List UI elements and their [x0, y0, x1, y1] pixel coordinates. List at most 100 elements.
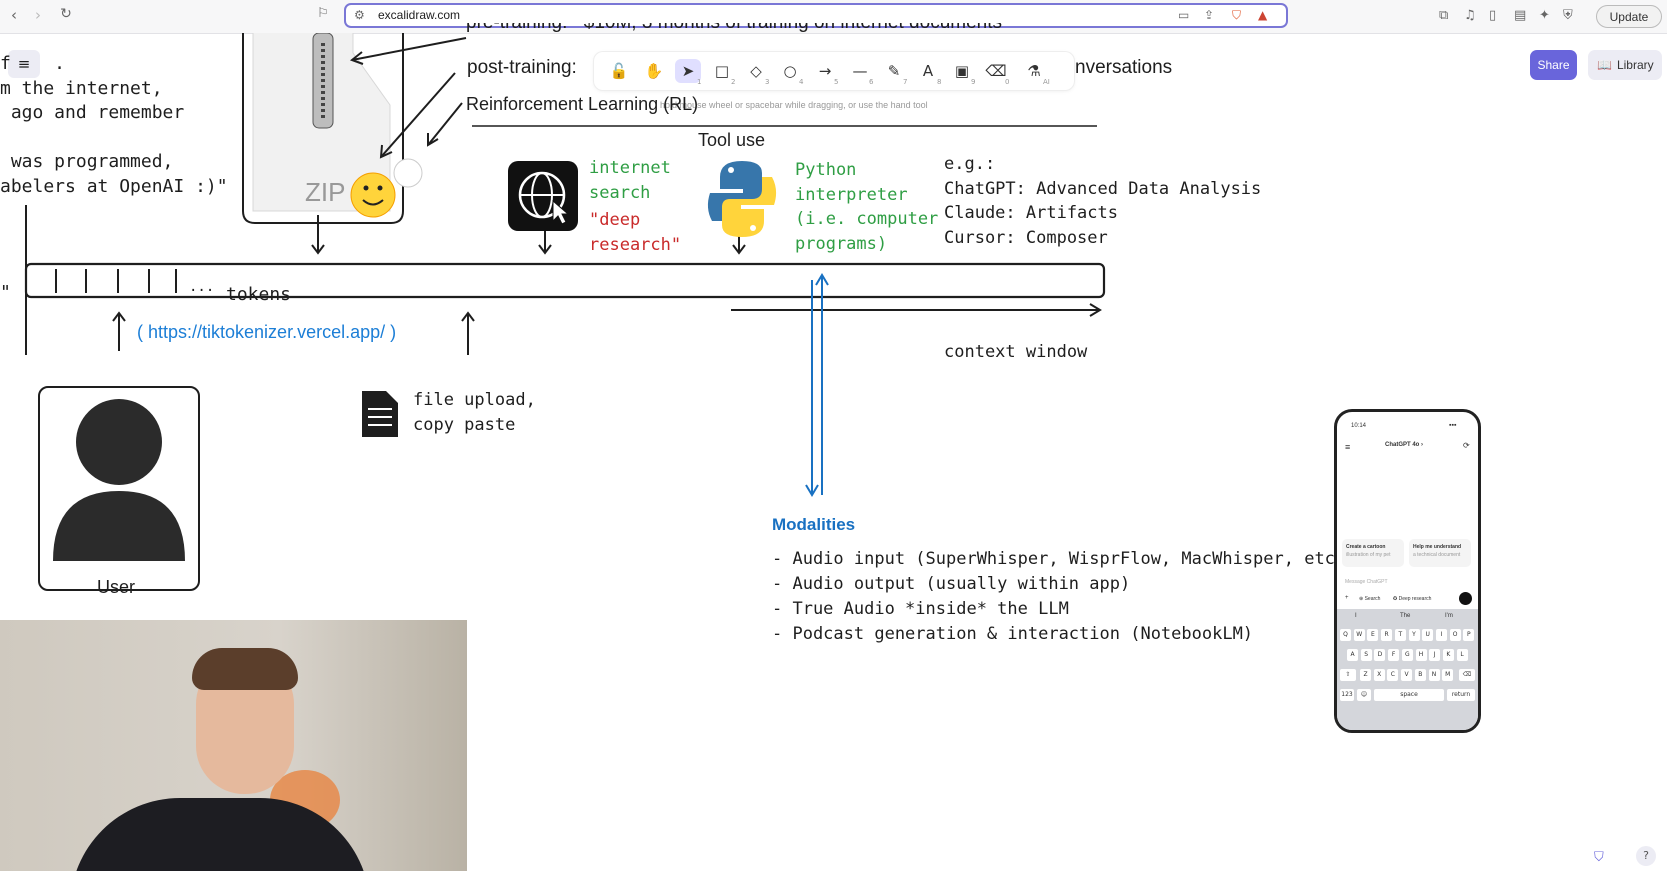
keyboard-suggestion: The — [1400, 613, 1411, 619]
posttraining-suffix: nversations — [1075, 57, 1173, 78]
phone-suggestion-card: Create a cartoon illustration of my pet — [1342, 539, 1404, 567]
key: X — [1373, 669, 1385, 681]
tool-shortcut-key: 0 — [1005, 78, 1010, 86]
key: V — [1401, 669, 1413, 681]
tool-shortcut-key: 4 — [799, 78, 804, 86]
key: U — [1422, 629, 1434, 641]
phone-message-input: Message ChatGPT — [1345, 579, 1388, 585]
tool-shortcut-key: 6 — [869, 78, 874, 86]
phone-app-title: ChatGPT 4o › — [1385, 442, 1424, 448]
line-icon[interactable]: — — [852, 62, 868, 80]
bookmark-icon[interactable]: ⚐ — [317, 6, 329, 21]
tool-shortcut-key: AI — [1043, 78, 1050, 86]
rectangle-icon[interactable]: □ — [714, 62, 730, 80]
lock-icon[interactable]: 🔓 — [609, 62, 629, 80]
extensions-icon[interactable]: ⧉ — [1439, 8, 1449, 23]
phone-voice-icon — [1459, 592, 1472, 605]
user-label: User — [97, 577, 136, 597]
key: O — [1449, 629, 1461, 641]
key: A — [1347, 649, 1358, 661]
key: L — [1456, 649, 1468, 661]
key: P — [1463, 629, 1475, 641]
reload-icon[interactable]: ↻ — [60, 6, 72, 22]
ellipse-icon[interactable]: ○ — [783, 62, 797, 80]
address-bar[interactable]: ⚙ excalidraw.com ▭ ⇪ ⛉ ▲ — [344, 3, 1288, 28]
user-avatar-icon — [76, 399, 162, 485]
key: S — [1360, 649, 1372, 661]
phone-suggestion-card: Help me understand a technical document — [1409, 539, 1471, 567]
library-button[interactable]: 📖 Library — [1588, 50, 1662, 80]
brave-shield-icon[interactable]: ⛉ — [1232, 8, 1242, 22]
left-note-line: ago and remember — [0, 102, 185, 123]
share-page-icon[interactable]: ⇪ — [1204, 8, 1215, 22]
document-icon — [362, 391, 398, 437]
book-icon: 📖 — [1597, 58, 1612, 72]
tool-shortcut-key: 9 — [971, 78, 976, 86]
posttraining-arrow — [380, 72, 456, 158]
back-icon[interactable]: ‹ — [11, 6, 17, 24]
tool-shortcut-key: 3 — [765, 78, 770, 86]
cast-icon[interactable]: ▭ — [1178, 8, 1190, 22]
backspace-key: ⌫ — [1459, 669, 1475, 681]
selection-icon[interactable]: ➤ — [675, 59, 701, 83]
modality-item: - Audio input (SuperWhisper, WisprFlow, … — [772, 549, 1356, 569]
left-note-line: m the internet, — [0, 77, 163, 99]
key: Z — [1360, 669, 1371, 681]
key: I — [1435, 629, 1447, 641]
tool-shortcut-key: 1 — [697, 78, 702, 86]
pretraining-arrow — [351, 37, 467, 61]
webcam-video — [0, 620, 467, 871]
quote-mark: " — [0, 282, 11, 303]
diamond-icon[interactable]: ◇ — [750, 62, 762, 80]
media-icon[interactable]: ♫ — [1464, 8, 1476, 23]
shift-key: ⇧ — [1340, 669, 1356, 681]
zip-label: ZIP — [305, 177, 346, 207]
tool-shortcut-key: 7 — [903, 78, 908, 86]
wallet-icon[interactable]: ▤ — [1514, 8, 1527, 23]
phone-screenshot: 10:14 ▪▪▪ ≡ ChatGPT 4o › ⟳ Create a cart… — [1334, 409, 1481, 733]
phone-plus-icon: + — [1345, 595, 1349, 601]
library-label: Library — [1616, 58, 1654, 72]
numbers-key: 123 — [1340, 689, 1354, 701]
help-icon[interactable]: ? — [1636, 846, 1656, 866]
eraser-icon[interactable]: ⌫ — [985, 62, 1007, 80]
left-note-line: was programmed, — [0, 151, 174, 172]
left-notes: f .m the internet, ago and remember was … — [0, 52, 228, 199]
key: K — [1442, 649, 1454, 661]
forward-icon[interactable]: › — [35, 6, 41, 24]
phone-status-icons: ▪▪▪ — [1449, 422, 1457, 429]
pretraining-label: pre-training: ~$10M, 3 months of trainin… — [466, 23, 1002, 39]
toolbar-hint: hold mouse wheel or spacebar while dragg… — [660, 100, 928, 110]
phone-menu-icon: ≡ — [1345, 442, 1351, 452]
share-button[interactable]: Share — [1530, 50, 1577, 80]
sidebar-icon[interactable]: ▯ — [1489, 8, 1497, 23]
text-icon[interactable]: A — [922, 62, 934, 80]
site-settings-icon[interactable]: ⚙ — [354, 8, 365, 22]
arrow-icon[interactable]: → — [818, 62, 832, 80]
python-icon — [707, 161, 762, 221]
drawing-canvas[interactable] — [0, 33, 1667, 871]
tool-shortcut-key: 8 — [937, 78, 942, 86]
left-note-line: abelers at OpenAI :)" — [0, 175, 228, 197]
key: B — [1414, 669, 1426, 681]
leo-icon[interactable]: ✦ — [1539, 8, 1550, 23]
image-icon[interactable]: ▣ — [954, 62, 970, 80]
hand-icon[interactable]: ✋ — [644, 62, 664, 80]
update-button[interactable]: Update — [1596, 5, 1662, 28]
vpn-icon[interactable]: ⛨ — [1563, 8, 1573, 23]
phone-time: 10:14 — [1351, 423, 1367, 429]
ai-tools-icon[interactable]: ⚗ — [1027, 62, 1041, 80]
modality-item: - Podcast generation & interaction (Note… — [772, 624, 1254, 644]
tiktokenizer-link[interactable]: ( https://tiktokenizer.vercel.app/ ) — [137, 322, 397, 342]
key: Y — [1408, 629, 1420, 641]
modalities-list: - Audio input (SuperWhisper, WisprFlow, … — [772, 547, 1355, 647]
token-sequence-bar — [24, 262, 1106, 299]
pencil-icon[interactable]: ✎ — [887, 62, 901, 80]
shield-check-icon[interactable]: ⛉ — [1594, 850, 1604, 865]
main-menu-button[interactable]: ≡ — [8, 50, 40, 78]
brave-rewards-icon[interactable]: ▲ — [1258, 8, 1268, 22]
key: R — [1381, 629, 1393, 641]
